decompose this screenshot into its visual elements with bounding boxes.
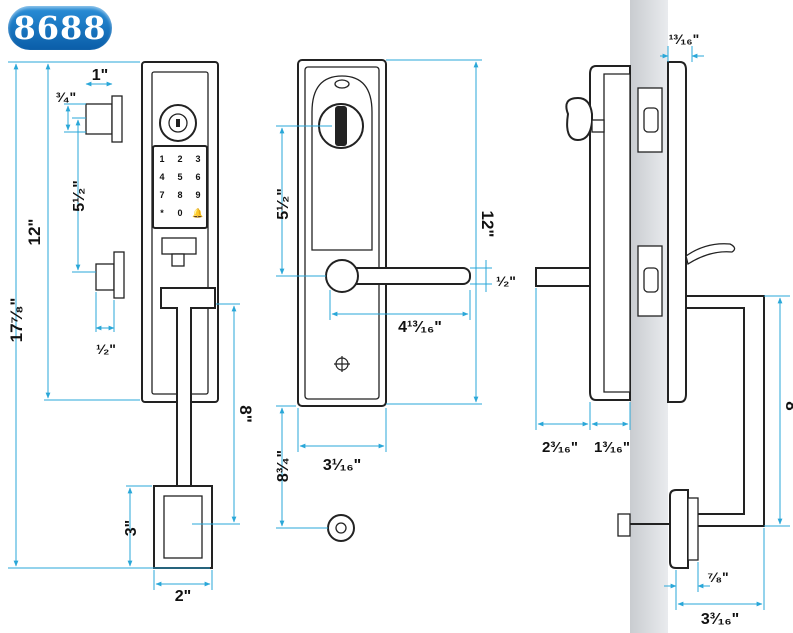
side-lever	[535, 267, 591, 287]
battery-cover	[311, 75, 373, 251]
dim-side-top-depth: ¹³⁄₁₆"	[669, 31, 699, 47]
dim-keypad-to-latch: 5¹⁄₂"	[71, 180, 88, 212]
dim-side-projection: 3³⁄₁₆"	[701, 611, 739, 628]
side-thumbturn	[565, 96, 593, 142]
dim-latch-width: ¹⁄₂"	[96, 341, 116, 357]
side-cable	[685, 243, 736, 266]
model-badge: 8688	[8, 6, 112, 50]
keypad	[152, 145, 208, 229]
keypad-key: 8	[177, 190, 182, 200]
dim-side-base: ⁷⁄₈"	[707, 569, 728, 585]
keypad-key: 6	[195, 172, 200, 182]
dim-inside-height: 12"	[478, 211, 497, 238]
keypad-key: 5	[177, 172, 182, 182]
dim-lower-height: 8³⁄₄"	[275, 450, 292, 482]
front-view: 1 2 3 4 5 6 7 8 9 * 0 🔔	[85, 61, 219, 569]
dim-grip-height: 3"	[123, 520, 140, 536]
front-dimensions: 17⁷⁄₈" 12" 1" ³⁄₄" 5¹⁄₂" ¹⁄₂" 8" 3" 2"	[7, 61, 255, 605]
dim-overall-height: 17⁷⁄₈"	[7, 298, 26, 343]
keypad-key: 2	[177, 154, 182, 164]
dim-escutcheon-height: 12"	[25, 219, 44, 246]
dim-deadbolt-offset: 1"	[92, 67, 108, 84]
side-outside-plate	[667, 61, 687, 403]
keypad-key: 1	[159, 154, 164, 164]
keypad-key: 4	[159, 172, 164, 182]
keypad-key: *	[160, 208, 164, 218]
keypad-key: 7	[159, 190, 164, 200]
dim-lever-length: 4¹³⁄₁₆"	[398, 319, 442, 336]
inside-dimensions: 12" 5¹⁄₂" ¹⁄₂" 4¹³⁄₁₆" 8³⁄₄" 3¹⁄₁₆"	[275, 59, 516, 529]
dim-side-handle-length: 8"	[782, 401, 793, 419]
side-view	[535, 0, 765, 633]
side-grip-base	[669, 489, 689, 569]
keypad-key: 3	[195, 154, 200, 164]
dim-side-plate: 1³⁄₁₆"	[594, 439, 630, 456]
keypad-key: 0	[177, 208, 182, 218]
side-dimensions: ¹³⁄₁₆" 2³⁄₁₆" 1³⁄₁₆" 8" ⁷⁄₈" 3³⁄₁₆"	[535, 31, 793, 628]
thumbturn-knob	[335, 106, 347, 146]
dim-deadbolt-width: ³⁄₄"	[56, 89, 76, 105]
dim-grip-width: 2"	[175, 588, 191, 605]
keypad-key: 🔔	[192, 208, 203, 218]
dim-handle-length: 8"	[236, 405, 255, 423]
dim-lever-offset: ¹⁄₂"	[496, 273, 516, 289]
dim-thumbturn-to-lever: 5¹⁄₂"	[275, 188, 292, 220]
dim-side-spindle: 2³⁄₁₆"	[542, 439, 578, 456]
keypad-key: 9	[195, 190, 200, 200]
side-handle	[685, 295, 765, 527]
dim-inside-width: 3¹⁄₁₆"	[323, 457, 361, 474]
